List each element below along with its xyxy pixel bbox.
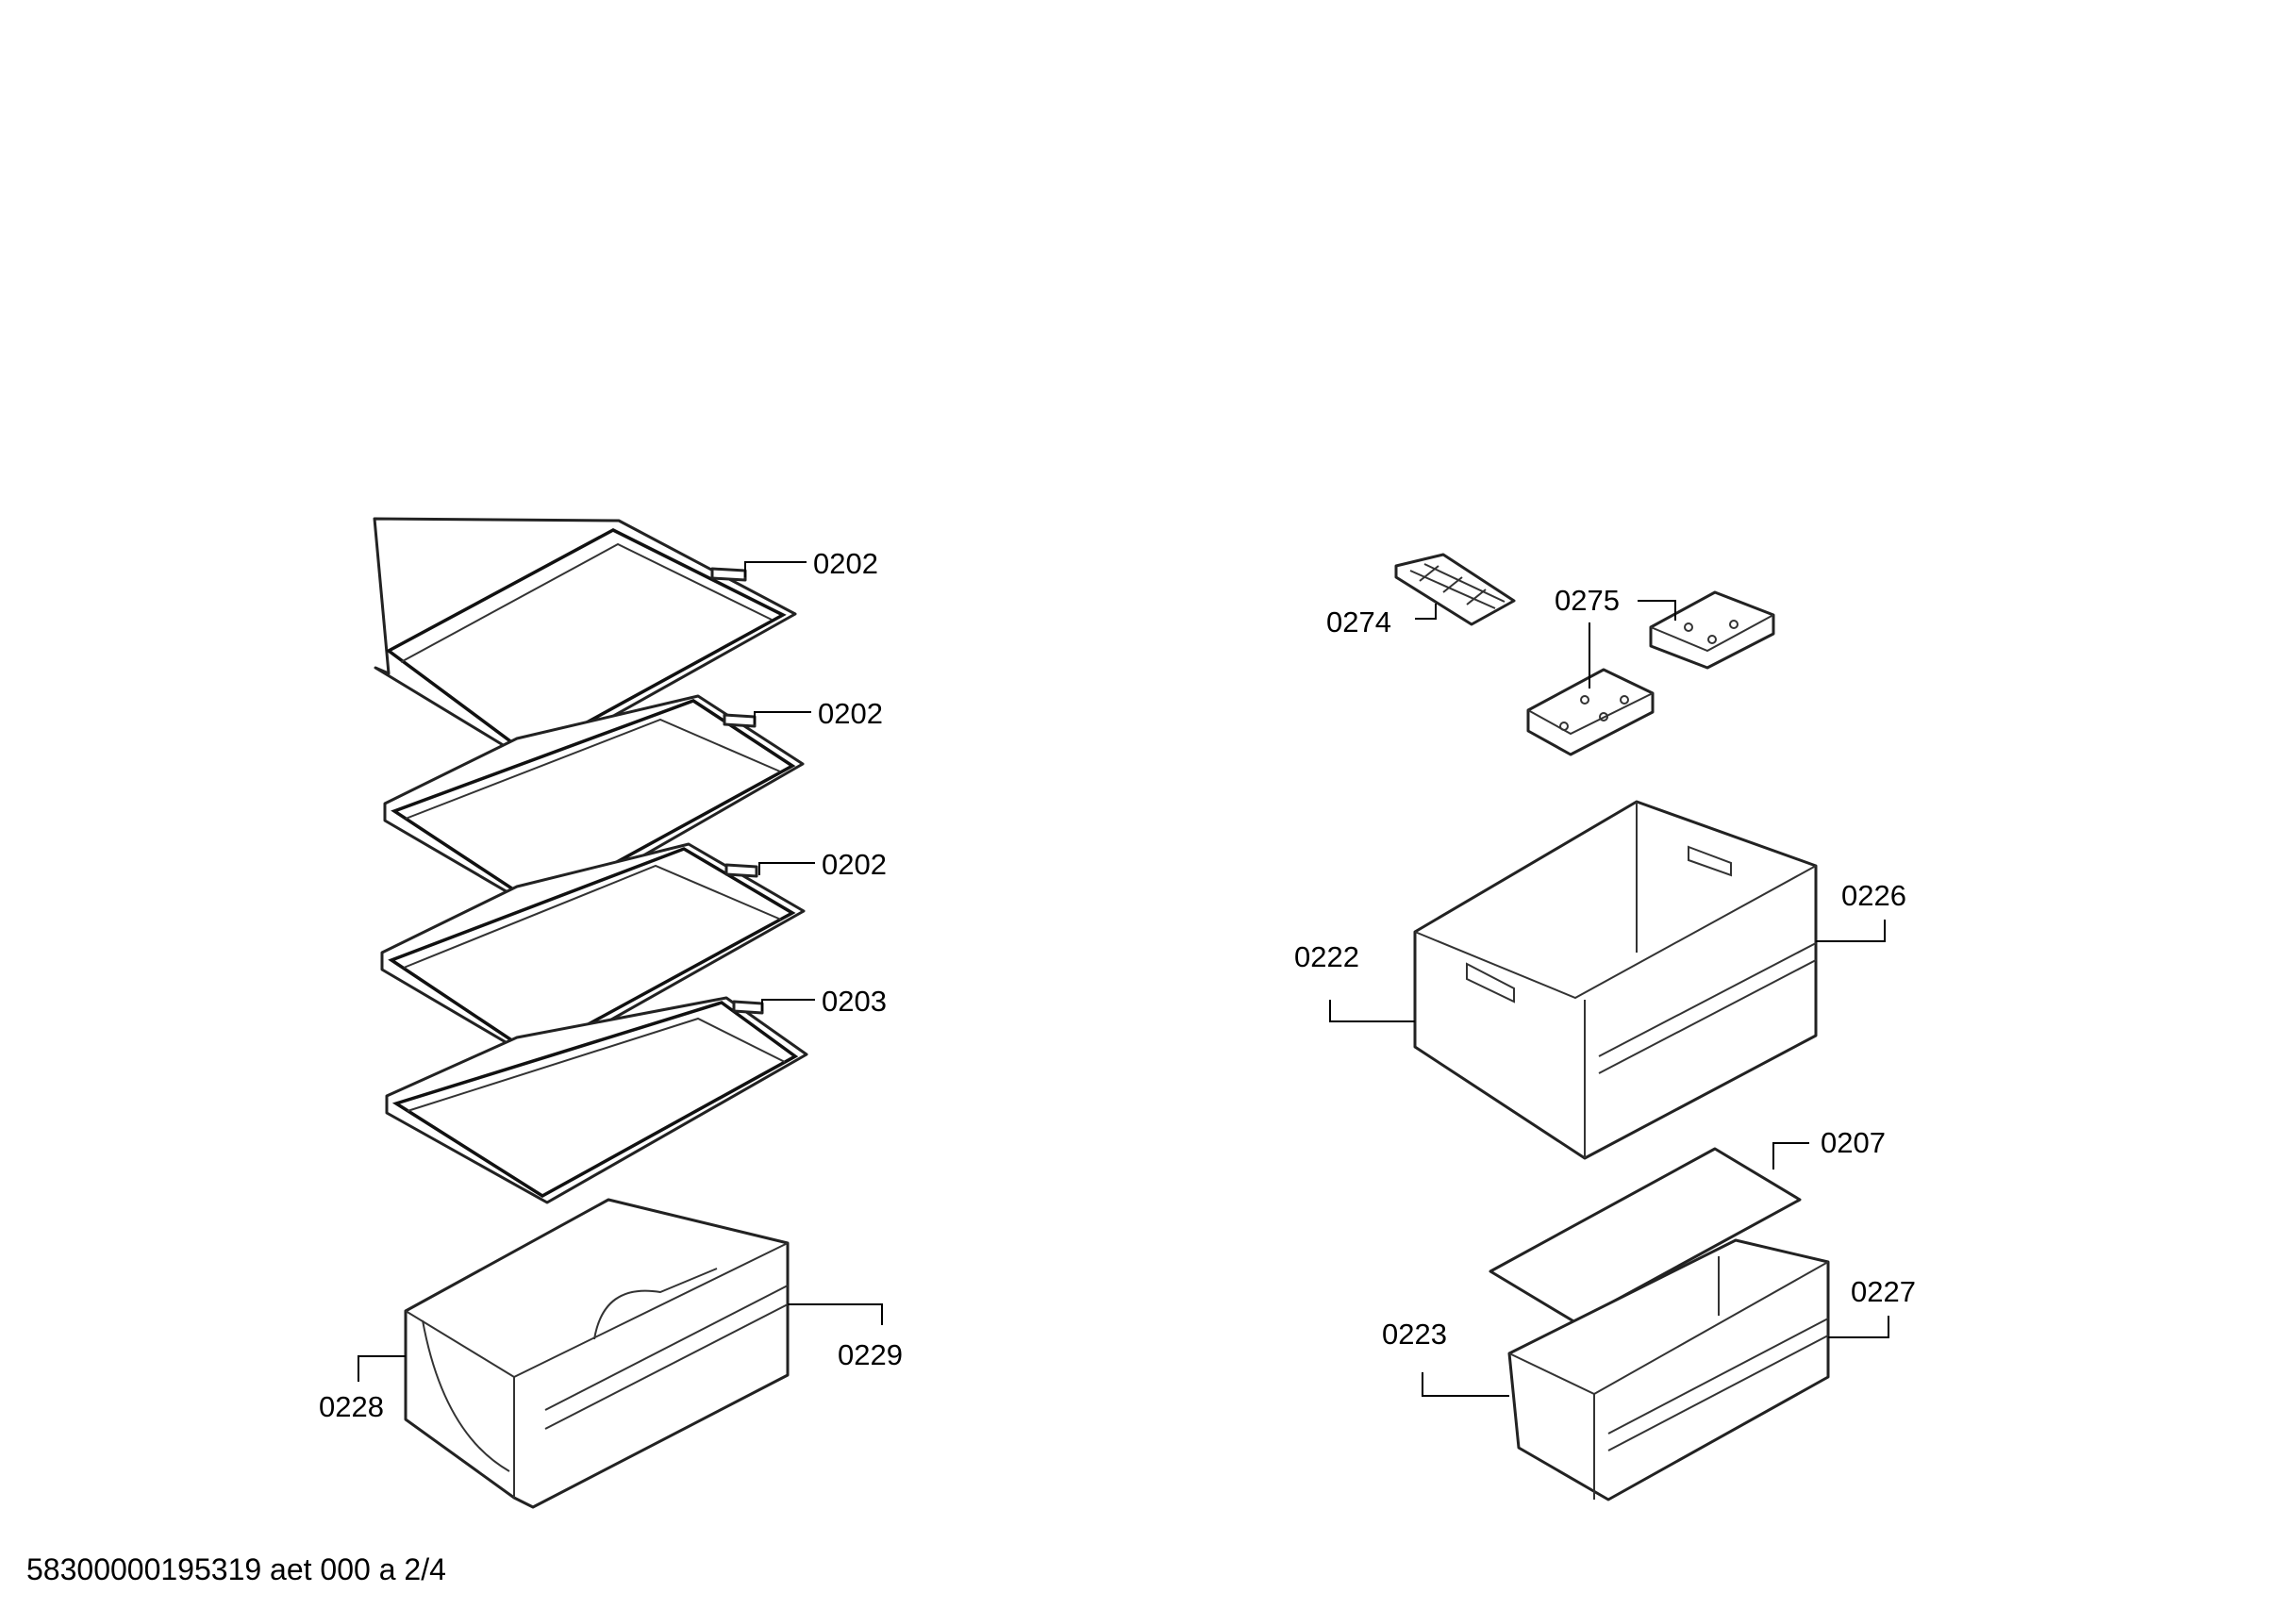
callout-0202-c: 0202 xyxy=(822,848,887,881)
callout-0274: 0274 xyxy=(1326,605,1391,639)
callout-0226: 0226 xyxy=(1841,879,1906,912)
callout-0207: 0207 xyxy=(1821,1126,1886,1159)
callout-0203: 0203 xyxy=(822,985,887,1018)
freezer-drawer-upper xyxy=(1413,800,1818,1160)
ice-cube-tray xyxy=(1394,553,1516,626)
glass-shelf-3 xyxy=(380,842,806,1063)
callout-0227: 0227 xyxy=(1851,1275,1916,1308)
callout-0228: 0228 xyxy=(319,1390,384,1423)
glass-shelf-1 xyxy=(373,517,797,764)
callout-labels: 0202 0202 0202 0203 0229 0228 0274 0275 … xyxy=(319,547,1916,1423)
document-reference: 58300000195319 aet 000 a 2/4 xyxy=(26,1552,446,1586)
cold-pack-2 xyxy=(1526,668,1655,756)
callout-0275: 0275 xyxy=(1555,584,1620,617)
callout-0229: 0229 xyxy=(838,1338,903,1371)
freezer-drawer-lower xyxy=(1507,1238,1830,1501)
drawer-cover-plate xyxy=(1489,1147,1802,1324)
cold-pack-1 xyxy=(1649,590,1775,670)
glass-shelf-2 xyxy=(383,694,805,915)
glass-shelf-4 xyxy=(385,996,808,1204)
leader-lines xyxy=(358,561,1889,1397)
crisper-drawer-left xyxy=(404,1198,790,1509)
callout-0202-a: 0202 xyxy=(813,547,878,580)
callout-0222: 0222 xyxy=(1294,940,1359,973)
callout-0223: 0223 xyxy=(1382,1318,1447,1351)
callout-0202-b: 0202 xyxy=(818,697,883,730)
